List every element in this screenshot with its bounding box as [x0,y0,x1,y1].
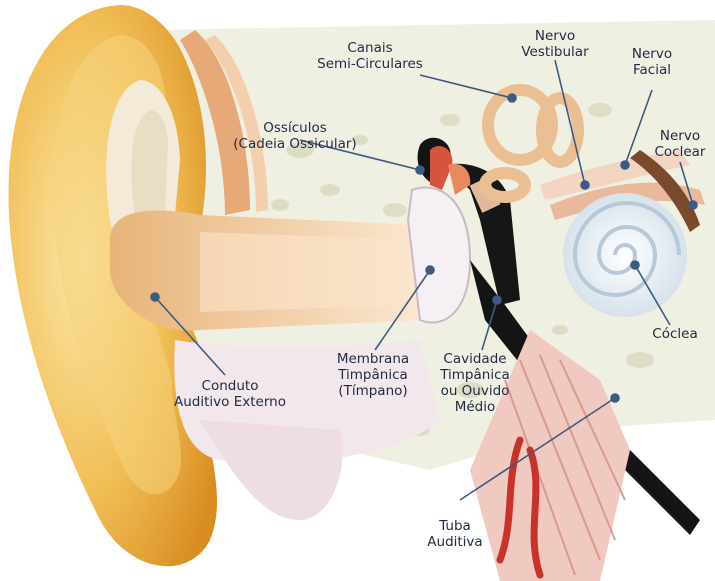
label-ossiculos: Ossículos (Cadeia Ossicular) [225,120,365,152]
label-canais-semicirculares: Canais Semi-Circulares [300,40,440,72]
cochlea [563,193,687,317]
label-nervo-coclear: Nervo Coclear [640,128,715,160]
label-nervo-facial: Nervo Facial [612,46,692,78]
auditory-canal [110,210,428,330]
label-cavidade-timpanica: Cavidade Timpânica ou Ouvido Médio [420,351,530,415]
label-tuba-auditiva: Tuba Auditiva [410,518,500,550]
label-coclea: Cóclea [640,326,710,342]
label-conduto-auditivo: Conduto Auditivo Externo [160,378,300,410]
label-nervo-vestibular: Nervo Vestibular [500,28,610,60]
label-membrana-timpanica: Membrana Timpânica (Tímpano) [318,351,428,399]
